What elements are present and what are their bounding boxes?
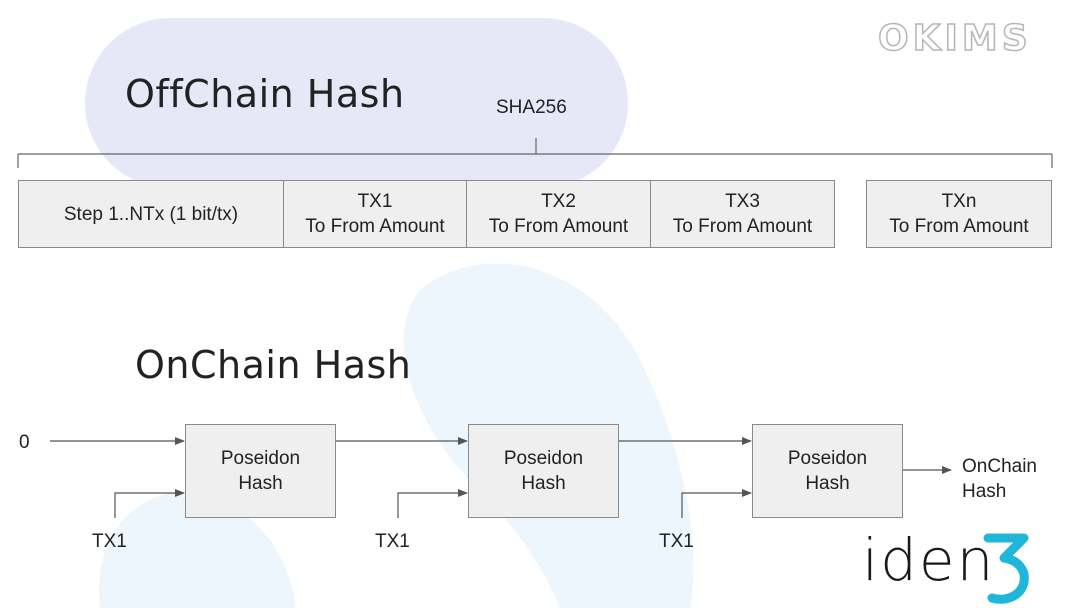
okims-logo: OKIMS [877, 17, 1032, 60]
poseidon-box-2: Poseidon Hash [468, 424, 619, 518]
poseidon-box-2-line1: Poseidon [503, 448, 584, 469]
poseidon-box-2-line2: Hash [521, 473, 566, 494]
tx-input-label-1: TX1 [92, 531, 127, 552]
txn-cell-fields: To From Amount [889, 216, 1029, 237]
tx-input-arrow-1 [114, 489, 185, 518]
tx2-cell-fields: To From Amount [488, 216, 629, 237]
tx2-cell: TX2 To From Amount [466, 180, 651, 248]
tx3-cell: TX3 To From Amount [650, 180, 835, 248]
poseidon-box-3-line1: Poseidon [787, 448, 868, 469]
tx-input-arrow-2 [397, 489, 468, 518]
poseidon-box-3-line2: Hash [805, 473, 850, 494]
poseidon-box-1: Poseidon Hash [185, 424, 336, 518]
svg-text:iden: iden [862, 526, 995, 594]
sha256-label: SHA256 [496, 97, 567, 118]
onchain-output-line1: OnChain [962, 456, 1037, 477]
tx1-cell-fields: To From Amount [305, 216, 445, 237]
onchain-output-line2: Hash [962, 481, 1007, 502]
tx3-cell-fields: To From Amount [672, 216, 813, 237]
poseidon-box-1-line2: Hash [238, 473, 283, 494]
txn-cell-title: TXn [941, 191, 977, 212]
step-bits-label: Step 1..NTx (1 bit/tx) [63, 203, 239, 225]
onchain-blob-left [99, 492, 295, 608]
tx-input-arrow-3 [681, 489, 752, 518]
initial-input-label: 0 [19, 432, 30, 453]
tx1-cell-title: TX1 [357, 191, 393, 212]
tx2-cell-title: TX2 [541, 191, 576, 212]
offchain-title: OffChain Hash [125, 72, 405, 116]
txn-cell: TXn To From Amount [866, 180, 1052, 248]
poseidon-box-1-line1: Poseidon [220, 448, 301, 469]
poseidon-box-3: Poseidon Hash [752, 424, 903, 518]
tx3-cell-title: TX3 [725, 191, 760, 212]
onchain-title: OnChain Hash [135, 343, 412, 387]
tx-input-label-2: TX1 [375, 531, 410, 552]
step-bits-cell: Step 1..NTx (1 bit/tx) [18, 180, 284, 248]
offchain-title-blob [85, 18, 628, 188]
onchain-output-label: OnChain Hash [962, 454, 1037, 504]
tx-input-label-3: TX1 [659, 531, 694, 552]
